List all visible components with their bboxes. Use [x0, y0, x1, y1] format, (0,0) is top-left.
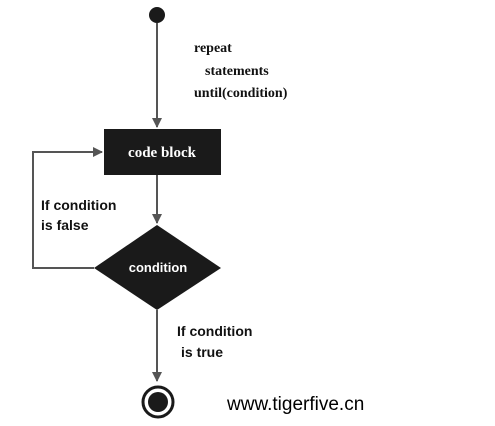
false-branch-line-1: If condition — [41, 197, 116, 213]
code-block-label: code block — [128, 145, 197, 161]
false-loop-arrow — [32, 147, 103, 269]
true-branch-line-1: If condition — [177, 323, 252, 339]
watermark: www.tigerfive.cn — [227, 394, 365, 415]
start-node — [149, 7, 165, 23]
repeat-note-line-1: repeat — [194, 41, 232, 56]
false-branch-label: If condition is false — [41, 197, 120, 233]
end-node-core — [148, 392, 168, 412]
condition-label: condition — [129, 260, 188, 275]
repeat-note-line-2: statements — [205, 64, 269, 79]
repeat-note: repeat statements until(condition) — [194, 41, 288, 101]
repeat-note-line-3: until(condition) — [194, 86, 288, 101]
condition-node — [94, 225, 221, 310]
true-branch-line-2: is true — [181, 344, 223, 360]
true-branch-label: If condition is true — [177, 323, 256, 360]
false-branch-line-2: is false — [41, 217, 89, 233]
code-block-node — [104, 129, 221, 175]
